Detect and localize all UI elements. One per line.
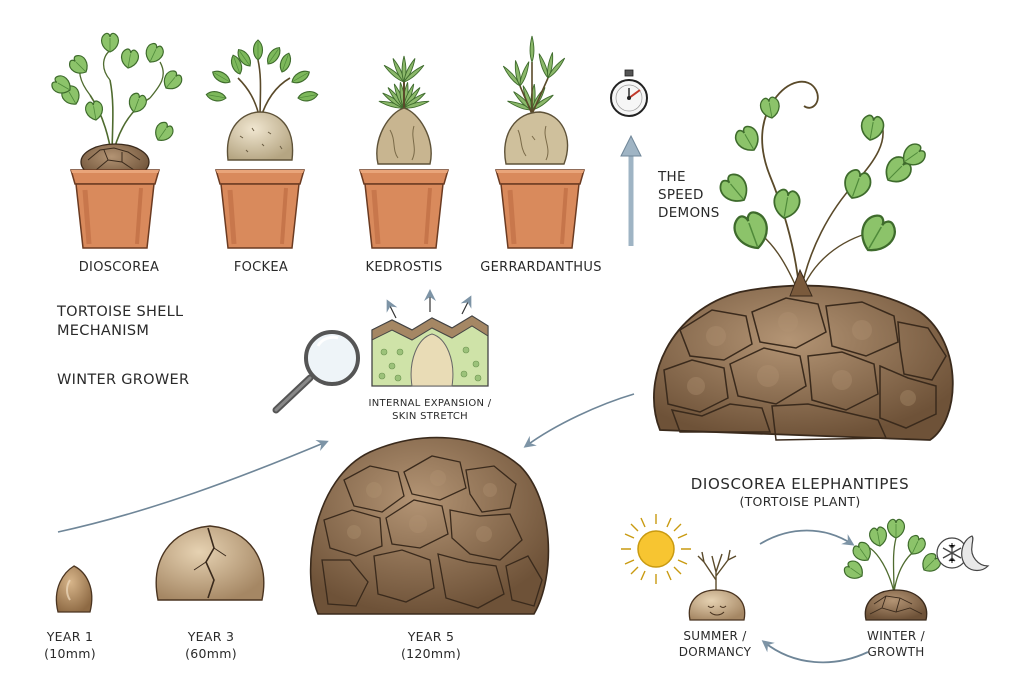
mechanism-title: TORTOISE SHELL MECHANISM xyxy=(57,304,184,339)
year5-caudex xyxy=(309,436,550,615)
dormant-tuber xyxy=(688,549,746,621)
growing-tuber xyxy=(841,518,944,621)
moon-icon xyxy=(961,535,990,572)
growth-arrow xyxy=(57,439,329,533)
cycle-arrows xyxy=(759,529,869,664)
pot-fockea xyxy=(204,39,320,248)
pot-label-fockea: FOCKEA xyxy=(233,260,289,275)
magnifier-icon xyxy=(272,330,360,414)
main-to-year5-arrow xyxy=(523,393,635,448)
winter-grower-label: WINTER GROWER xyxy=(57,372,190,388)
main-plant-caudex xyxy=(653,268,954,441)
speed-arrow xyxy=(620,134,642,246)
pot-dioscorea xyxy=(49,32,186,248)
speed-demons-label: THE SPEED DEMONS xyxy=(658,169,720,221)
pot-label-kedrostis: KEDROSTIS xyxy=(365,260,443,275)
snowflake-icon xyxy=(936,537,968,569)
stopwatch-icon xyxy=(610,69,648,117)
year1-seed xyxy=(55,565,93,613)
pot-label-dioscorea: DIOSCOREA xyxy=(78,260,160,275)
main-plant-vine xyxy=(715,80,929,297)
sun-icon xyxy=(621,514,691,584)
year3-tuber xyxy=(155,525,265,601)
main-plant-common-name: (TORTOISE PLANT) xyxy=(739,494,861,509)
year3-label: YEAR 3 (60mm) xyxy=(185,629,237,661)
pot-label-gerrardanthus: GERRARDANTHUS xyxy=(480,260,602,275)
summer-label: SUMMER / DORMANCY xyxy=(678,629,752,659)
cross-section-inset xyxy=(371,289,489,387)
inset-caption: INTERNAL EXPANSION / SKIN STRETCH xyxy=(368,398,492,422)
main-plant-name: DIOSCOREA ELEPHANTIPES xyxy=(690,475,910,493)
winter-label: WINTER / GROWTH xyxy=(867,629,925,659)
pot-gerrardanthus xyxy=(496,35,584,248)
year5-label: YEAR 5 (120mm) xyxy=(400,629,462,661)
pot-kedrostis xyxy=(360,55,448,248)
year1-label: YEAR 1 (10mm) xyxy=(44,629,96,661)
